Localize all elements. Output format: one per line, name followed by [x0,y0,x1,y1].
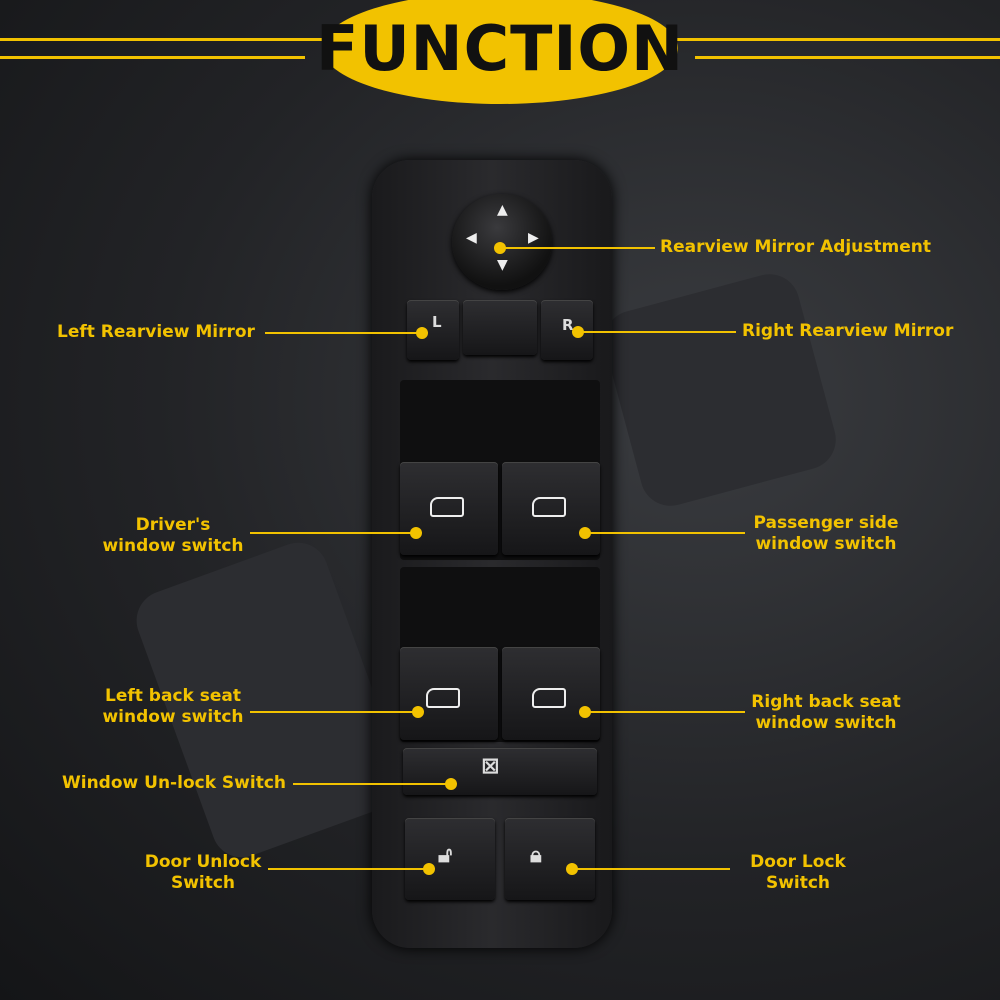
right-back-window-switch[interactable] [502,647,600,740]
unlocked-padlock-icon: 🔓︎ [438,843,453,868]
locked-padlock-icon: 🔒︎ [530,843,542,868]
window-icon [532,497,566,517]
header-line [0,56,305,59]
arrow-right-icon: ▶ [528,230,539,246]
label-mirror-adjust: Rearview Mirror Adjustment [660,237,932,257]
page-title: FUNCTION [315,11,685,85]
header-line [0,38,330,41]
header-line [695,56,1000,59]
window-icon [532,688,566,708]
right-mirror-button[interactable] [541,300,593,360]
window-icon [426,688,460,708]
callout-line [585,532,745,534]
callout-line [250,711,415,713]
right-letter: R [562,316,574,334]
callout-dot [410,527,422,539]
door-unlock-switch[interactable] [405,818,495,900]
callout-line [572,868,730,870]
callout-line [293,783,448,785]
callout-line [500,247,655,249]
arrow-up-icon: ▲ [497,202,508,218]
title-badge: FUNCTION [316,0,683,104]
callout-dot [445,778,457,790]
arrow-down-icon: ▼ [497,257,508,273]
callout-line [250,532,415,534]
passenger-window-switch[interactable] [502,462,600,555]
left-mirror-button[interactable] [407,300,459,360]
callout-dot [412,706,424,718]
window-icon [430,497,464,517]
mirror-center-button [463,300,537,355]
callout-line [578,331,736,333]
callout-line [585,711,745,713]
callout-line [265,332,420,334]
callout-dot [423,863,435,875]
header-line [670,38,1000,41]
left-letter: L [432,313,442,331]
driver-window-switch[interactable] [400,462,498,555]
label-right-mirror: Right Rearview Mirror [742,321,954,341]
background-door-panel [597,267,843,513]
door-lock-switch[interactable] [505,818,595,900]
window-lockout-icon: ⊠ [481,754,500,779]
left-back-window-switch[interactable] [400,647,498,740]
window-unlock-switch[interactable] [403,748,597,795]
label-left-mirror: Left Rearview Mirror [57,322,255,342]
label-window-unlock: Window Un-lock Switch [62,773,287,793]
callout-dot [416,327,428,339]
callout-line [268,868,426,870]
arrow-left-icon: ◀ [466,230,477,246]
